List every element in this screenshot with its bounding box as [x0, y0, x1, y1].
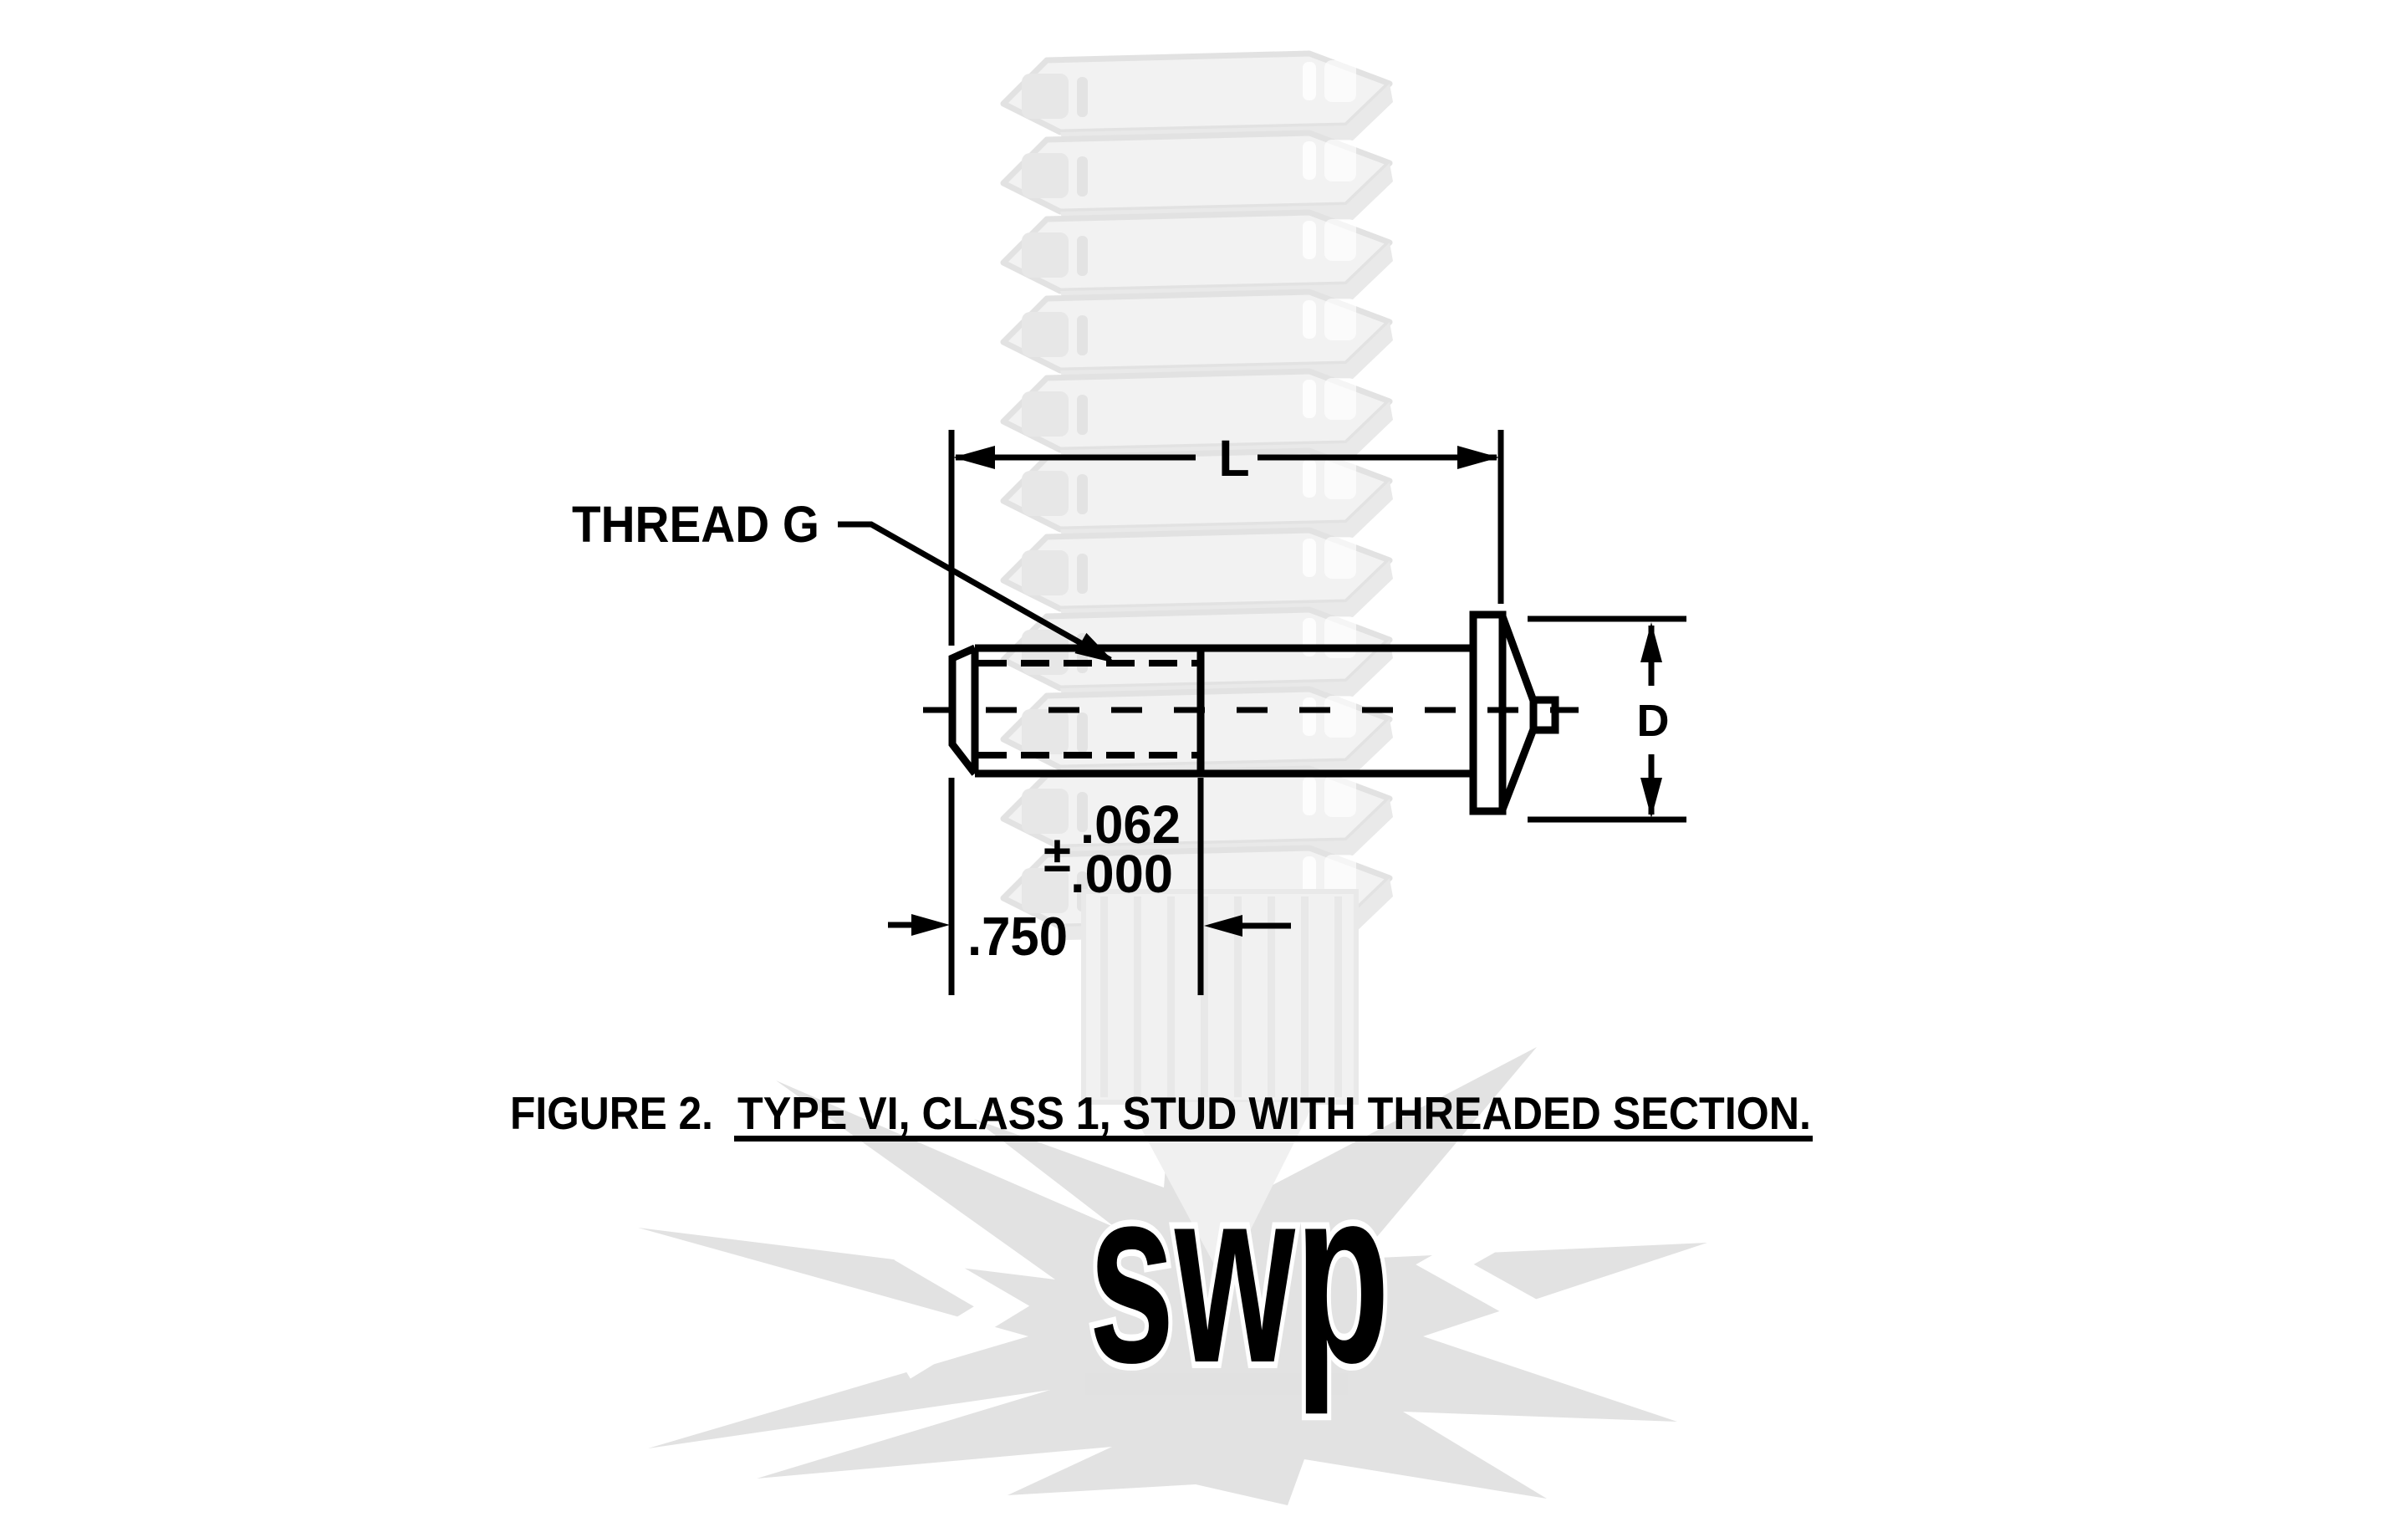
thread-g-label: THREAD G [572, 496, 819, 553]
dim-l-arrow-left [953, 446, 995, 469]
weld-tip-cone [1498, 615, 1538, 811]
watermark: swp [638, 54, 1707, 1505]
thread-g-leader [838, 521, 1112, 663]
caption-underlined-text: TYPE VI, CLASS 1, STUD WITH THREADED SEC… [737, 1087, 1811, 1139]
thread-dashed-lines [978, 660, 1201, 758]
caption-prefix: FIGURE 2. [510, 1087, 713, 1139]
dimension-thread-length [888, 778, 1291, 995]
dim-750-arrow-left [911, 914, 950, 936]
watermark-star-notch-left [894, 1235, 1030, 1379]
figure-caption: FIGURE 2. TYPE VI, CLASS 1, STUD WITH TH… [510, 1087, 1813, 1142]
tolerance-lower-label: .000 [1070, 844, 1173, 904]
weld-tip [1529, 696, 1559, 734]
dimension-d [1528, 615, 1686, 823]
watermark-logo-text: swp [1089, 1134, 1390, 1417]
caption-underline [734, 1136, 1813, 1142]
watermark-star-notch-right [1416, 1195, 1554, 1334]
watermark-logo-underline [1085, 1373, 1348, 1395]
thread-callout [838, 521, 1115, 663]
dim-d-label: D [1637, 696, 1670, 746]
stud-drawing [838, 430, 1686, 995]
dim-750-arrow-right [1204, 915, 1242, 937]
dim-d-arrow-bottom [1640, 778, 1662, 818]
stud-chamfer [948, 644, 978, 776]
stud-body-outline [971, 644, 1473, 778]
watermark-screw-shank [1081, 889, 1359, 1283]
thread-g-arrow [1074, 632, 1115, 663]
flange-outline [1469, 610, 1507, 815]
tolerance-sign-label: ± [1043, 826, 1071, 882]
tolerance-upper-label: .062 [1080, 794, 1181, 855]
dim-l-label: L [1218, 430, 1249, 487]
dim-750-label: .750 [967, 906, 1068, 967]
dim-l-arrow-right [1457, 446, 1499, 469]
stud-outline [948, 610, 1559, 815]
dim-d-arrow-top [1640, 622, 1662, 662]
dimension-l [948, 430, 1504, 646]
